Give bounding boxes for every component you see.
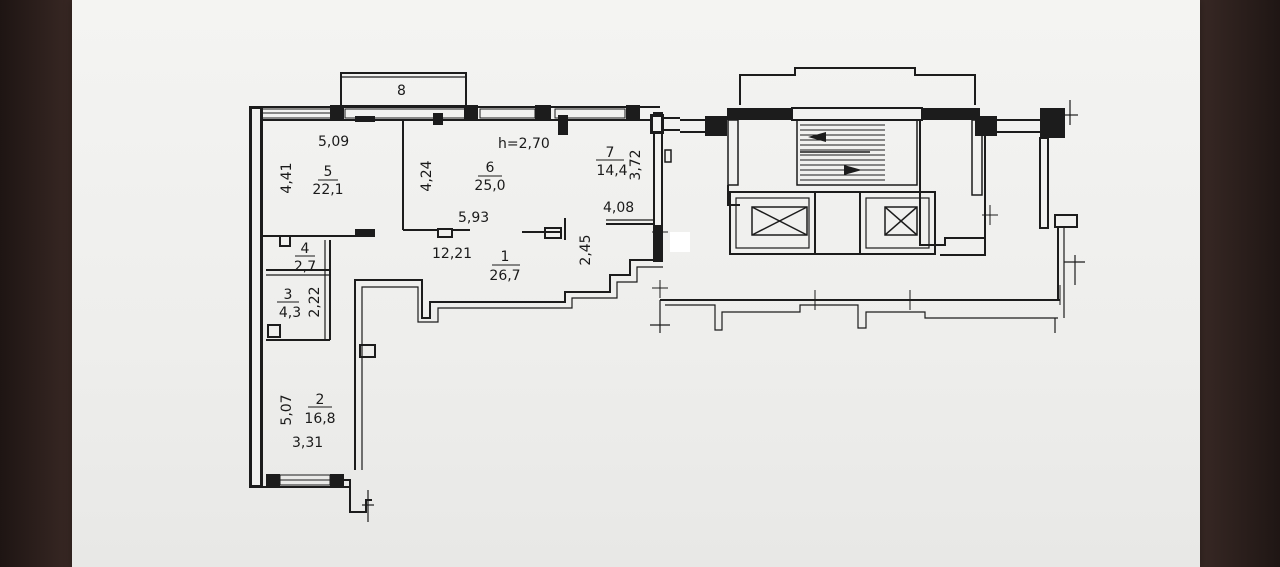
room-3-number: 3 bbox=[284, 287, 293, 303]
room-2-area: 16,8 bbox=[304, 411, 335, 427]
dim-2-45: 2,45 bbox=[578, 234, 594, 265]
apartment-outline bbox=[249, 72, 680, 522]
dim-5-93: 5,93 bbox=[458, 210, 489, 226]
dim-5-07: 5,07 bbox=[279, 394, 295, 425]
room-6-number: 6 bbox=[486, 160, 495, 176]
dim-4-08: 4,08 bbox=[603, 200, 634, 216]
room-7-number: 7 bbox=[606, 145, 615, 161]
dim-5-09: 5,09 bbox=[318, 134, 349, 150]
white-marker bbox=[670, 232, 690, 252]
dim-4-24: 4,24 bbox=[419, 160, 435, 191]
dim-3-72: 3,72 bbox=[628, 149, 644, 180]
ceiling-height: h=2,70 bbox=[498, 136, 550, 152]
room-1-number: 1 bbox=[501, 249, 510, 265]
room-4-number: 4 bbox=[301, 241, 310, 257]
dim-2-22: 2,22 bbox=[307, 286, 323, 317]
room-2-number: 2 bbox=[316, 392, 325, 408]
room-6-area: 25,0 bbox=[474, 178, 505, 194]
room-3-area: 4,3 bbox=[279, 305, 301, 321]
room-labels: 8 h=2,70 5 22,1 6 25,0 7 14,4 1 26,7 4 2… bbox=[277, 83, 628, 427]
room-7-area: 14,4 bbox=[596, 163, 627, 179]
dim-12-21: 12,21 bbox=[432, 246, 472, 262]
stairwell-core bbox=[650, 67, 1085, 333]
balcony-number: 8 bbox=[397, 83, 406, 99]
dim-4-41: 4,41 bbox=[279, 162, 295, 193]
dim-3-31: 3,31 bbox=[292, 435, 323, 451]
room-5-number: 5 bbox=[324, 164, 333, 180]
room-5-area: 22,1 bbox=[312, 182, 343, 198]
room-1-area: 26,7 bbox=[489, 268, 520, 284]
room-4-area: 2,7 bbox=[294, 259, 316, 275]
dimension-labels: 5,09 4,41 4,24 5,93 12,21 2,45 4,08 3,72… bbox=[279, 134, 644, 451]
